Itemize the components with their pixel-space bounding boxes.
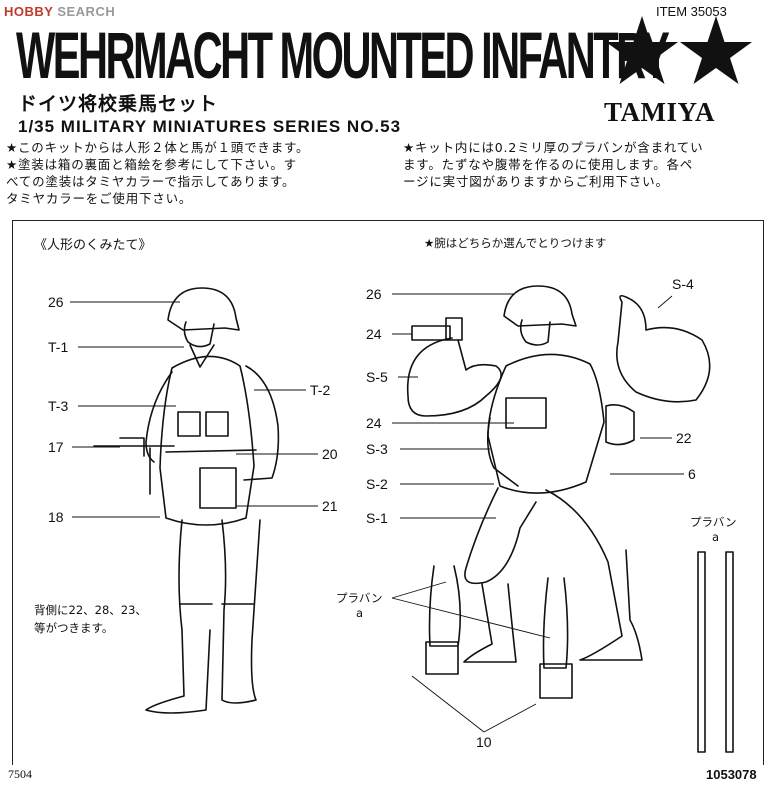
label-part-t3: T-3 bbox=[48, 398, 69, 414]
label-part-s2: S-2 bbox=[366, 476, 388, 492]
plastic-letter-strips: a bbox=[712, 530, 720, 544]
plastic-strips-drawing bbox=[697, 551, 734, 753]
face-right bbox=[519, 319, 551, 346]
gun-left bbox=[93, 437, 175, 495]
label-part-26-left: 26 bbox=[48, 294, 64, 310]
section-heading: 《人形のくみたて》 bbox=[34, 238, 152, 253]
arm-right-left bbox=[243, 365, 280, 481]
leg-left-b bbox=[221, 519, 261, 704]
stirrup-right bbox=[539, 577, 573, 699]
note-left-line-3: べての塗装はタミヤカラーで指示してあります。 bbox=[6, 174, 296, 189]
bag-left bbox=[199, 467, 237, 509]
watermark-logo: HOBBY SEARCH bbox=[4, 4, 115, 19]
plastic-label-stirrup: プラバン bbox=[336, 591, 383, 605]
note-left-line-4: タミヤカラーをご使用下さい。 bbox=[6, 191, 193, 206]
leg-right-c bbox=[545, 489, 643, 661]
binoculars-right bbox=[505, 397, 547, 429]
collar-left bbox=[189, 344, 215, 368]
label-part-s4: S-4 bbox=[672, 276, 694, 292]
note-left-line-1: ★このキットからは人形２体と馬が１頭できます。 bbox=[6, 140, 310, 155]
note-left-line-2: ★塗装は箱の裏面と箱絵を参考にして下さい。す bbox=[6, 157, 297, 172]
strip-a-1 bbox=[697, 551, 706, 753]
watermark-part-1: HOBBY bbox=[4, 4, 54, 19]
plastic-letter-stirrup: a bbox=[356, 606, 364, 620]
brand-name: TAMIYA bbox=[604, 97, 716, 127]
note-right-line-2: ます。たずなや腹帯を作るのに使用します。各ペ bbox=[403, 157, 694, 172]
label-part-10: 10 bbox=[476, 734, 492, 750]
footer-left-code: 7504 bbox=[8, 767, 32, 781]
back-note-line-1: 背側に22、28、23、 bbox=[34, 603, 147, 617]
leg-right-b bbox=[463, 583, 517, 663]
footer-right-code: 1053078 bbox=[706, 767, 757, 782]
watermark-part-2: SEARCH bbox=[53, 4, 116, 19]
item-number: ITEM 35053 bbox=[656, 4, 727, 19]
strip-a-2 bbox=[725, 551, 734, 753]
label-part-t2: T-2 bbox=[310, 382, 331, 398]
label-part-s1: S-1 bbox=[366, 510, 388, 526]
helmet-left bbox=[167, 287, 240, 331]
plastic-label-strips: プラバン bbox=[690, 515, 737, 529]
series-line: 1/35 MILITARY MINIATURES SERIES NO.53 bbox=[18, 117, 402, 136]
arm-right-right bbox=[486, 417, 519, 487]
star-shape-right bbox=[680, 16, 752, 84]
back-note-line-2: 等がつきます。 bbox=[34, 621, 114, 635]
mounted-soldier-drawing bbox=[406, 285, 711, 699]
pouches-left bbox=[177, 411, 229, 437]
note-right-line-3: ージに実寸図がありますからご利用下さい。 bbox=[403, 174, 669, 189]
leg-left-a bbox=[145, 519, 211, 714]
torso-left bbox=[159, 355, 255, 526]
star-shape-left bbox=[606, 16, 678, 84]
helmet-right bbox=[503, 285, 577, 327]
label-part-24-body: 24 bbox=[366, 415, 382, 431]
arm-part-s5 bbox=[406, 337, 502, 417]
label-part-t1: T-1 bbox=[48, 339, 69, 355]
label-part-22: 22 bbox=[676, 430, 692, 446]
tamiya-star-logo bbox=[606, 16, 752, 84]
note-right-line-1: ★キット内には0.2ミリ厚のプラバンが含まれてい bbox=[403, 140, 704, 155]
label-part-26-right: 26 bbox=[366, 286, 382, 302]
note-right-block: ★キット内には0.2ミリ厚のプラバンが含まれてい ます。たずなや腹帯を作るのに使… bbox=[403, 139, 703, 190]
face-left bbox=[183, 321, 215, 348]
belt-left bbox=[165, 449, 257, 453]
binocular-part-24 bbox=[411, 317, 463, 341]
stirrup-left bbox=[425, 565, 462, 675]
arm-part-s4 bbox=[616, 294, 711, 403]
page-title-japanese: ドイツ将校乗馬セット bbox=[18, 93, 219, 115]
canteen-right bbox=[605, 404, 635, 446]
label-part-24-binocular: 24 bbox=[366, 326, 382, 342]
leg-right-a bbox=[464, 487, 537, 585]
label-part-18: 18 bbox=[48, 509, 64, 525]
arm-choice-note: ★腕はどちらか選んでとりつけます bbox=[424, 236, 607, 250]
note-left-block: ★このキットからは人形２体と馬が１頭できます。 ★塗装は箱の裏面と箱絵を参考にし… bbox=[6, 139, 309, 207]
label-part-6: 6 bbox=[688, 466, 696, 482]
label-part-s5: S-5 bbox=[366, 369, 388, 385]
assembly-frame bbox=[12, 220, 764, 765]
label-part-21: 21 bbox=[322, 498, 338, 514]
standing-soldier-drawing bbox=[93, 287, 280, 714]
label-part-s3: S-3 bbox=[366, 441, 388, 457]
label-part-17: 17 bbox=[48, 439, 64, 455]
label-part-20: 20 bbox=[322, 446, 338, 462]
